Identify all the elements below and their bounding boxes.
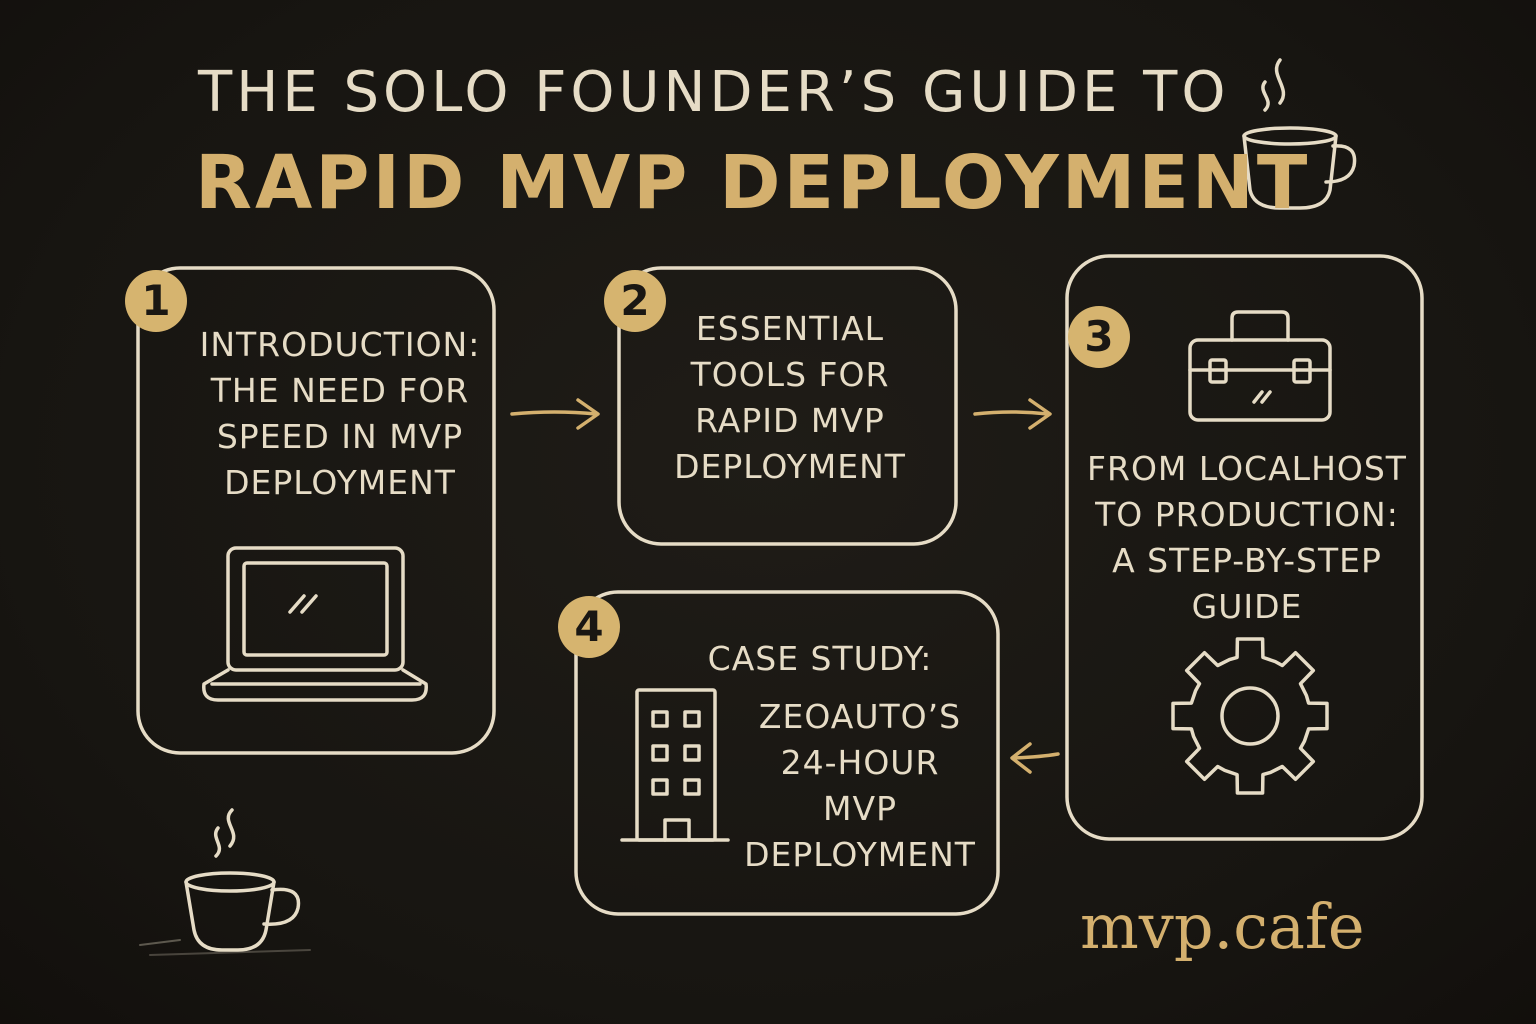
gear-icon [1171,637,1329,795]
step-3-text: FROM LOCALHOST TO PRODUCTION: A STEP-BY-… [1087,449,1407,626]
toolbox-icon [1188,310,1332,422]
arrow-3-to-4 [1010,742,1060,774]
step-2-text: ESSENTIAL TOOLS FOR RAPID MVP DEPLOYMENT [674,309,906,486]
step-1-box [136,266,496,755]
step-3-number: 3 [1068,306,1130,368]
step-4-number: 4 [558,596,620,658]
coffee-cup-icon [139,808,311,956]
arrow-1-to-2 [510,398,600,430]
step-2-box [617,266,958,546]
laptop-icon [202,546,428,702]
step-4-box [574,590,1000,916]
brand-logo-text: mvp.cafe [1080,890,1365,963]
step-4-heading: CASE STUDY: [707,639,933,678]
coffee-cup-icon [1242,58,1357,210]
step-2-number: 2 [604,270,666,332]
building-icon [620,688,730,842]
step-4-text: ZEOAUTO’S 24-HOUR MVP DEPLOYMENT [744,697,976,874]
arrow-2-to-3 [973,398,1052,430]
step-1-text: INTRODUCTION: THE NEED FOR SPEED IN MVP … [199,325,481,502]
step-3-box [1065,254,1424,841]
step-1-number: 1 [125,270,187,332]
title-line-1: THE SOLO FOUNDER’S GUIDE TO [198,60,1230,125]
title-line-2: RAPID MVP DEPLOYMENT [195,140,1311,226]
